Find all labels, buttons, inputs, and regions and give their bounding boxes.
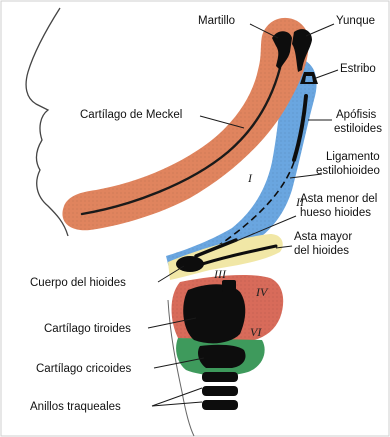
tracheal-ring bbox=[202, 372, 238, 382]
label-martillo: Martillo bbox=[198, 15, 235, 27]
leader-estribo bbox=[315, 69, 339, 79]
leader-meckel bbox=[199, 115, 245, 129]
leader-lines bbox=[147, 23, 339, 407]
label-asta-mayor-line2: del hioides bbox=[294, 245, 349, 257]
label-asta-menor-line2: hueso hioides bbox=[300, 207, 371, 219]
leader-cricoides bbox=[153, 357, 205, 369]
arch-numeral-6: VI bbox=[250, 325, 262, 339]
face-profile-outline bbox=[25, 7, 69, 237]
arch-numeral-1: I bbox=[247, 171, 253, 185]
leader-ligamento bbox=[289, 173, 323, 179]
label-cricoides: Cartílago cricoides bbox=[36, 363, 131, 375]
label-ligamento-line2: estilohioideo bbox=[316, 165, 380, 177]
label-traqueales: Anillos traqueales bbox=[30, 401, 121, 413]
meckel-cartilage bbox=[80, 66, 282, 216]
label-tiroides: Cartílago tiroides bbox=[44, 323, 131, 335]
neck-outline bbox=[167, 299, 195, 437]
label-asta-mayor-line1: Asta mayor bbox=[294, 231, 352, 243]
leader-yunque bbox=[305, 23, 335, 37]
leader-traqueales-1 bbox=[151, 387, 203, 407]
leader-asta-mayor bbox=[275, 245, 293, 249]
incus-shape bbox=[292, 29, 312, 72]
malleus-shape bbox=[272, 31, 292, 70]
arch-numeral-2: II bbox=[295, 195, 305, 209]
arch-numeral-3: III bbox=[213, 267, 227, 281]
label-apofisis-line2: estiloides bbox=[334, 123, 382, 135]
lesser-horn bbox=[194, 238, 238, 258]
label-meckel: Cartílago de Meckel bbox=[80, 109, 182, 121]
thyroid-upper-notch bbox=[222, 280, 236, 292]
label-apofisis-line1: Apófisis bbox=[336, 109, 377, 121]
leader-asta-menor bbox=[233, 215, 297, 243]
label-asta-menor-line1: Asta menor del bbox=[300, 193, 377, 205]
leader-traqueales-2 bbox=[151, 401, 203, 407]
stapes-shape bbox=[300, 72, 318, 84]
tracheal-ring bbox=[202, 386, 238, 396]
thyroid-cartilage bbox=[183, 284, 246, 344]
label-ligamento-line1: Ligamento bbox=[326, 151, 380, 163]
label-estribo: Estribo bbox=[340, 63, 376, 75]
label-yunque: Yunque bbox=[336, 15, 375, 27]
label-cuerpo-hioides: Cuerpo del hioides bbox=[30, 277, 126, 289]
styloid-process bbox=[292, 94, 308, 162]
leader-tiroides bbox=[147, 317, 197, 329]
leader-martillo bbox=[249, 23, 279, 39]
leader-cuerpo bbox=[157, 265, 185, 283]
stylohyoid-ligament bbox=[199, 161, 295, 259]
arch-numeral-4: IV bbox=[255, 285, 269, 299]
cricoid-cartilage bbox=[198, 344, 246, 368]
tracheal-ring bbox=[202, 400, 238, 410]
hyoid-body bbox=[176, 256, 204, 272]
